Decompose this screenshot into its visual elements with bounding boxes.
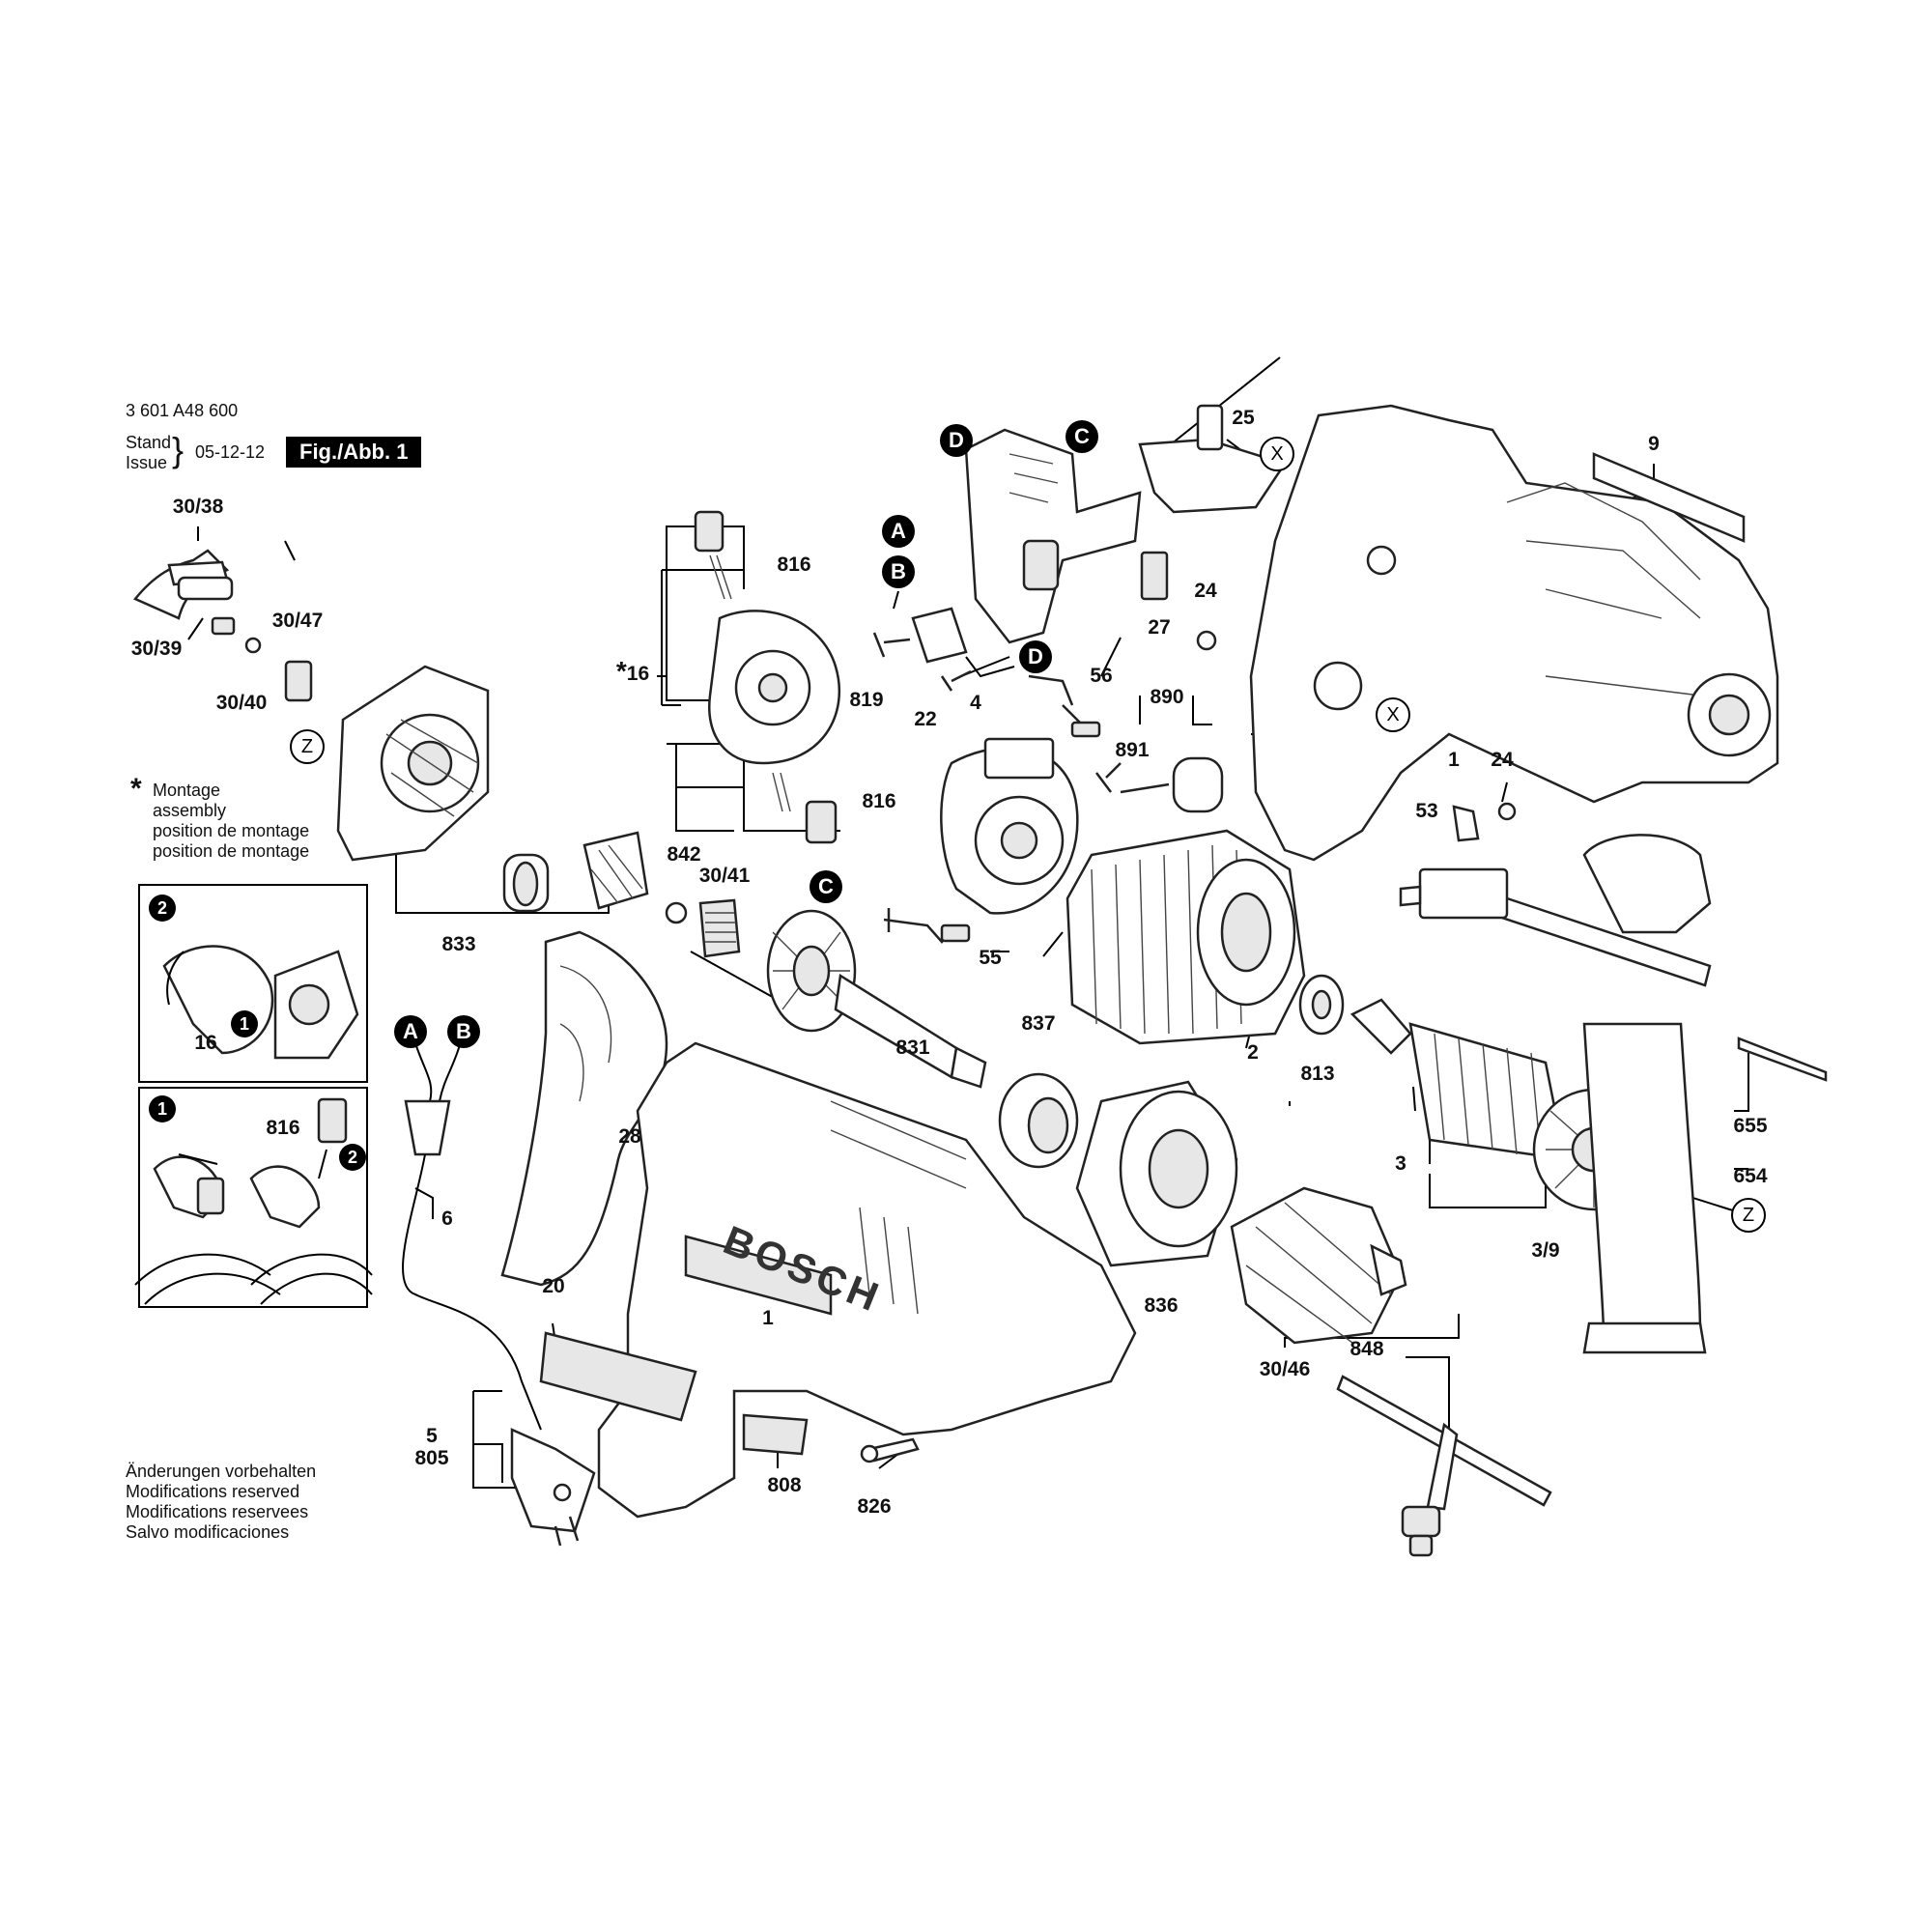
marker-a: A — [394, 1015, 427, 1048]
part-handle-28 — [500, 930, 668, 1287]
marker-z: Z — [290, 729, 325, 764]
part-field — [1065, 829, 1345, 1045]
callout-826: 826 — [857, 1495, 892, 1518]
marker-c: C — [1065, 420, 1098, 453]
figure-tag: Fig./Abb. 1 — [286, 437, 422, 468]
part-number: 3 601 A48 600 — [126, 401, 239, 420]
callout-55: 55 — [979, 947, 1002, 969]
callout-816-inset: 816 — [266, 1117, 300, 1139]
disclaimer-line: Modifications reserved — [126, 1482, 300, 1501]
callout-25: 25 — [1232, 407, 1255, 429]
part-power-cable — [402, 1037, 596, 1547]
callout-20: 20 — [542, 1275, 565, 1297]
callout-808: 808 — [767, 1474, 802, 1496]
disclaimer-line: Modifications reservees — [126, 1502, 309, 1521]
footnote-line: Montage — [153, 781, 221, 800]
step-marker: 2 — [149, 895, 176, 922]
callout-16-inset: 16 — [194, 1032, 217, 1054]
callout-891: 891 — [1115, 739, 1150, 761]
callout-27: 27 — [1148, 616, 1171, 639]
part-drill-body — [539, 1041, 1137, 1519]
callout-56: 56 — [1090, 665, 1113, 687]
callout-813: 813 — [1300, 1063, 1335, 1085]
callout-1-housing: 1 — [1448, 749, 1460, 771]
inset-box-brush-holder — [138, 884, 368, 1083]
inset-box-brush-change — [138, 1087, 368, 1308]
brace-glyph: } — [172, 430, 185, 469]
callout-890: 890 — [1150, 686, 1184, 708]
callout-805: 805 — [414, 1447, 449, 1469]
callout-1-body: 1 — [762, 1307, 774, 1329]
issue-date: 05-12-12 — [195, 442, 266, 462]
callout-30-47: 30/47 — [271, 610, 324, 632]
marker-z: Z — [1731, 1198, 1766, 1233]
step-marker: 1 — [149, 1095, 176, 1122]
callout-30-46: 30/46 — [1259, 1358, 1311, 1380]
part-brush-holder — [694, 510, 1079, 915]
part-side-handle — [1399, 834, 1828, 1354]
callout-22: 22 — [914, 708, 937, 730]
callout-30-40: 30/40 — [215, 692, 268, 714]
callout-819: 819 — [849, 689, 884, 711]
marker-b: B — [882, 555, 915, 588]
footnote-line: position de montage — [153, 821, 310, 840]
part-bearings — [998, 1072, 1238, 1267]
part-chuck-key — [1336, 1375, 1552, 1557]
stand-label: Stand — [126, 433, 172, 452]
callout-655: 655 — [1733, 1115, 1768, 1137]
part-rear-housing — [336, 665, 741, 958]
brush-bracket — [661, 569, 681, 706]
marker-c: C — [810, 870, 842, 903]
part-lever-30-38 — [133, 549, 313, 702]
callout-9: 9 — [1648, 433, 1660, 455]
callout-30-38: 30/38 — [172, 496, 224, 518]
callout-816: 816 — [777, 554, 811, 576]
callout-836: 836 — [1144, 1294, 1179, 1317]
footnote-line: position de montage — [153, 841, 310, 861]
callout-3: 3 — [1395, 1152, 1406, 1175]
callout-816: 816 — [862, 790, 896, 812]
callout-848: 848 — [1350, 1338, 1384, 1360]
callout-28: 28 — [618, 1125, 641, 1148]
callout-654: 654 — [1733, 1165, 1768, 1187]
issue-label: Issue — [126, 453, 168, 472]
footnote-star: * — [130, 773, 142, 805]
callout-837: 837 — [1021, 1012, 1056, 1035]
callout-30-41: 30/41 — [698, 865, 751, 887]
marker-a: A — [882, 515, 915, 548]
callout-24: 24 — [1491, 749, 1514, 771]
part-gear-shaft — [766, 909, 987, 1089]
marker-x: X — [1376, 697, 1410, 732]
marker-x: X — [1260, 437, 1294, 471]
marker-d: D — [940, 424, 973, 457]
step-marker: 2 — [339, 1144, 366, 1171]
callout-16-star: *16 — [615, 656, 650, 686]
callout-3-9: 3/9 — [1531, 1239, 1560, 1262]
part-support-25 — [1138, 404, 1287, 651]
callout-831: 831 — [895, 1037, 930, 1059]
marker-b: B — [447, 1015, 480, 1048]
disclaimer-line: Änderungen vorbehalten — [126, 1462, 317, 1481]
step-marker: 1 — [231, 1010, 258, 1037]
footnote-line: assembly — [153, 801, 227, 820]
callout-53: 53 — [1415, 800, 1438, 822]
part-switch — [872, 428, 1224, 944]
callout-833: 833 — [441, 933, 476, 955]
callout-4: 4 — [970, 692, 981, 714]
part-chuck — [1230, 1186, 1407, 1345]
callout-6: 6 — [441, 1208, 453, 1230]
marker-d: D — [1019, 640, 1052, 673]
callout-2: 2 — [1247, 1041, 1259, 1064]
callout-5: 5 — [426, 1425, 438, 1447]
callout-30-39: 30/39 — [130, 638, 183, 660]
part-housing-half — [1249, 404, 1779, 862]
callout-24: 24 — [1194, 580, 1217, 602]
disclaimer-line: Salvo modificaciones — [126, 1522, 290, 1542]
callout-842: 842 — [667, 843, 701, 866]
